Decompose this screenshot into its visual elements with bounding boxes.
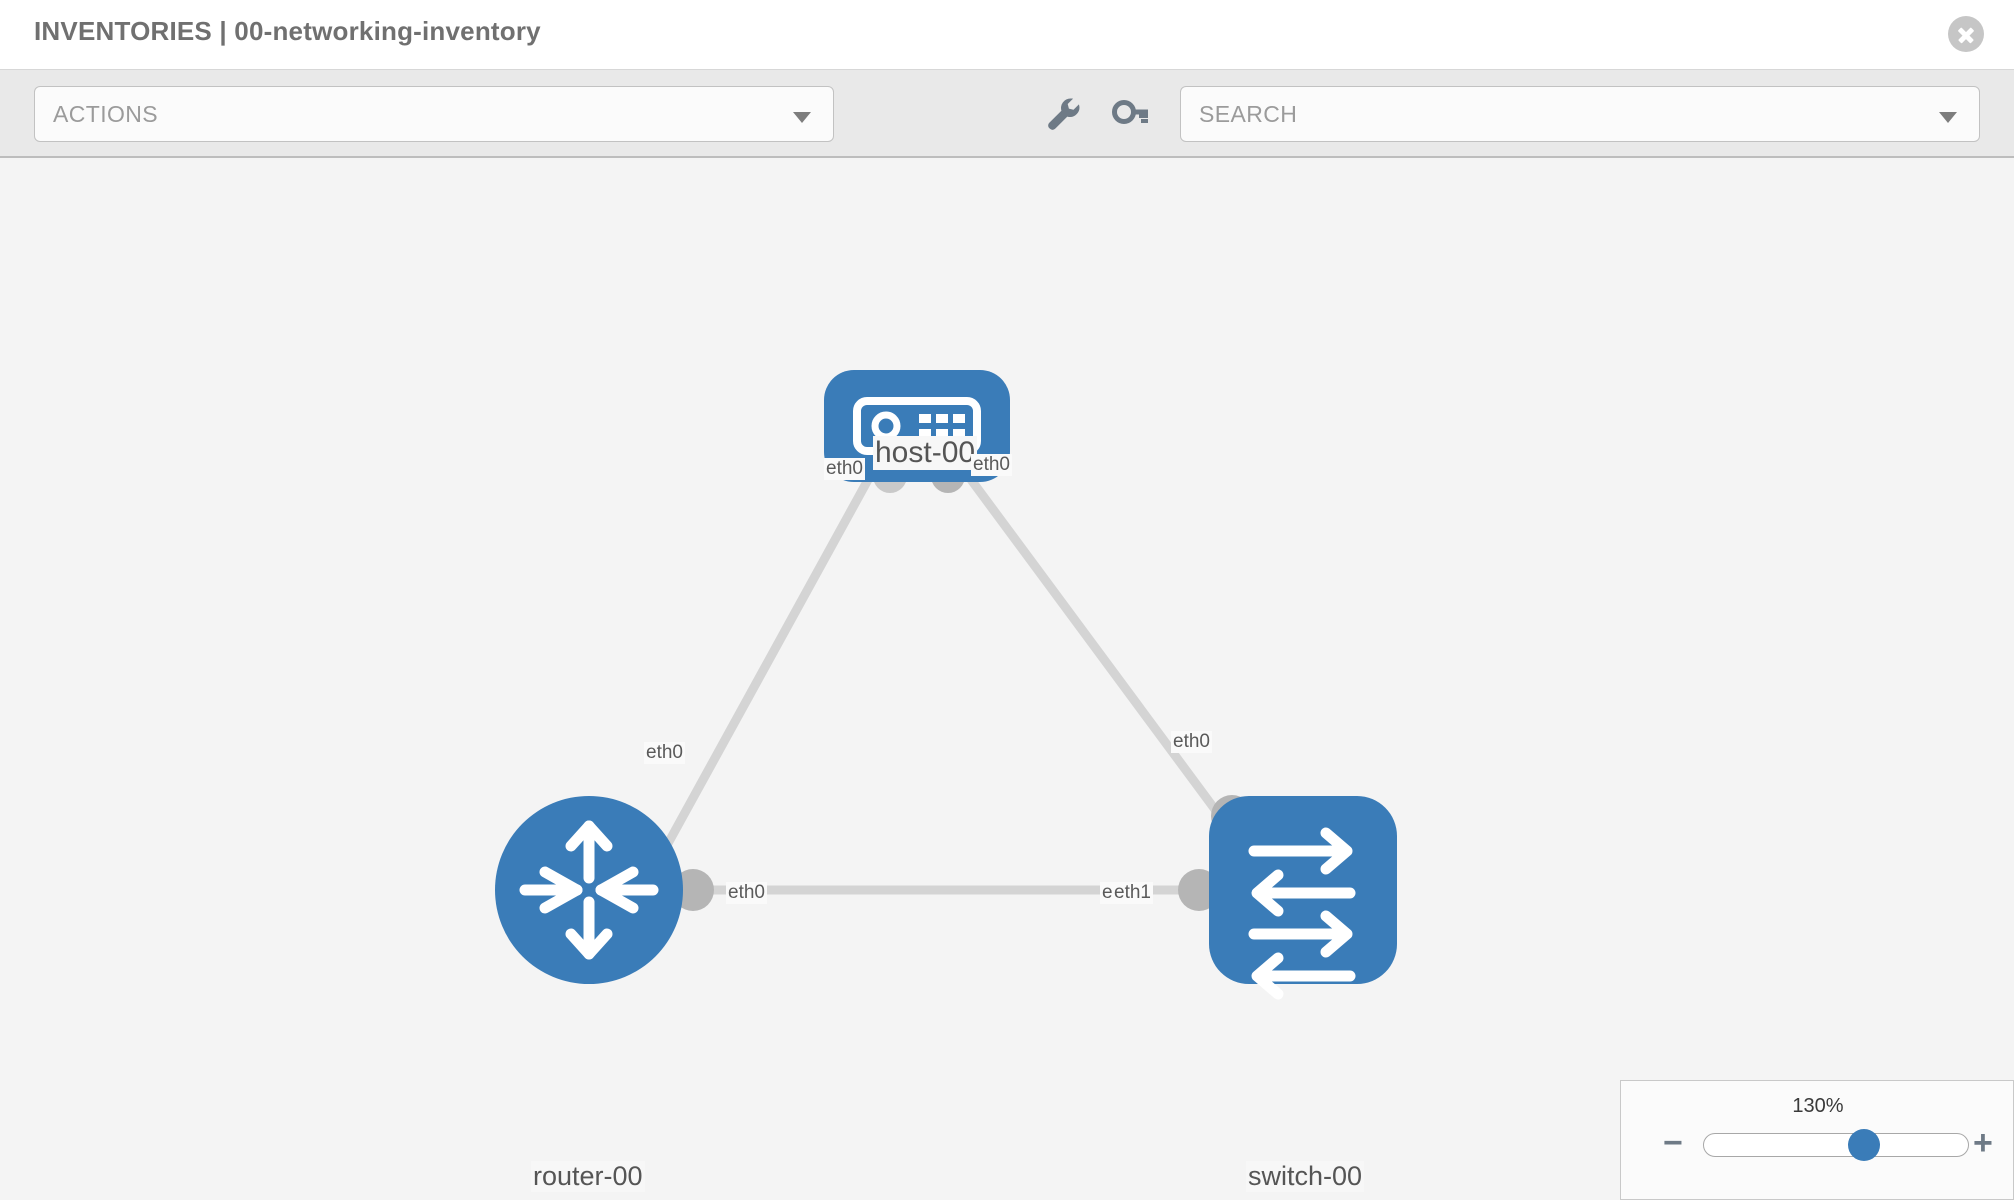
zoom-control-panel: 130% − + — [1620, 1080, 2014, 1200]
zoom-slider-track[interactable] — [1703, 1133, 1969, 1157]
interface-label-switch-eth1: eth1 — [1112, 882, 1153, 904]
node-label-switch-00: switch-00 — [1246, 1161, 1365, 1192]
close-icon[interactable] — [1948, 16, 1984, 52]
router-arrows-icon — [519, 820, 659, 960]
search-input[interactable]: SEARCH — [1180, 86, 1980, 142]
link-host-switch — [951, 455, 1229, 826]
topology-canvas[interactable]: host-00 router-00 switch-00 eth0 eth0 et… — [0, 158, 2014, 1200]
interface-label-host-eth0-left: eth0 — [824, 458, 865, 480]
search-placeholder: SEARCH — [1199, 101, 1298, 127]
node-switch-00 — [1209, 796, 1397, 1000]
interface-endpoint-router-eth0 — [672, 869, 714, 911]
node-label-router-00: router-00 — [531, 1161, 645, 1192]
wrench-icon[interactable] — [1040, 92, 1084, 136]
zoom-out-button[interactable]: − — [1663, 1124, 1683, 1162]
chevron-down-icon — [793, 112, 811, 123]
node-label-host-00: host-00 — [873, 436, 978, 470]
zoom-slider-thumb[interactable] — [1848, 1129, 1881, 1161]
page-header: INVENTORIES | 00-networking-inventory — [0, 0, 2014, 70]
link-group — [656, 455, 1229, 895]
interface-label-router-eth0-uplink: eth0 — [644, 742, 685, 764]
interface-label-router-eth0: eth0 — [726, 882, 767, 904]
interface-label-switch-eth0-uplink: eth0 — [1171, 731, 1212, 753]
zoom-in-button[interactable]: + — [1973, 1124, 1993, 1162]
switch-arrows-icon — [1248, 827, 1356, 1000]
chevron-down-icon[interactable] — [1939, 112, 1957, 123]
interface-label-host-eth0-right: eth0 — [971, 454, 1012, 476]
actions-dropdown-label: ACTIONS — [53, 101, 159, 127]
node-router-00 — [495, 796, 683, 984]
page-title: INVENTORIES | 00-networking-inventory — [34, 16, 541, 46]
actions-dropdown[interactable]: ACTIONS — [34, 86, 834, 142]
topology-graph — [495, 370, 1397, 1000]
link-host-router — [656, 455, 884, 861]
zoom-level-value: 130% — [1792, 1095, 1844, 1117]
toolbar: ACTIONS SEARCH — [0, 70, 2014, 158]
key-icon[interactable] — [1108, 92, 1152, 136]
